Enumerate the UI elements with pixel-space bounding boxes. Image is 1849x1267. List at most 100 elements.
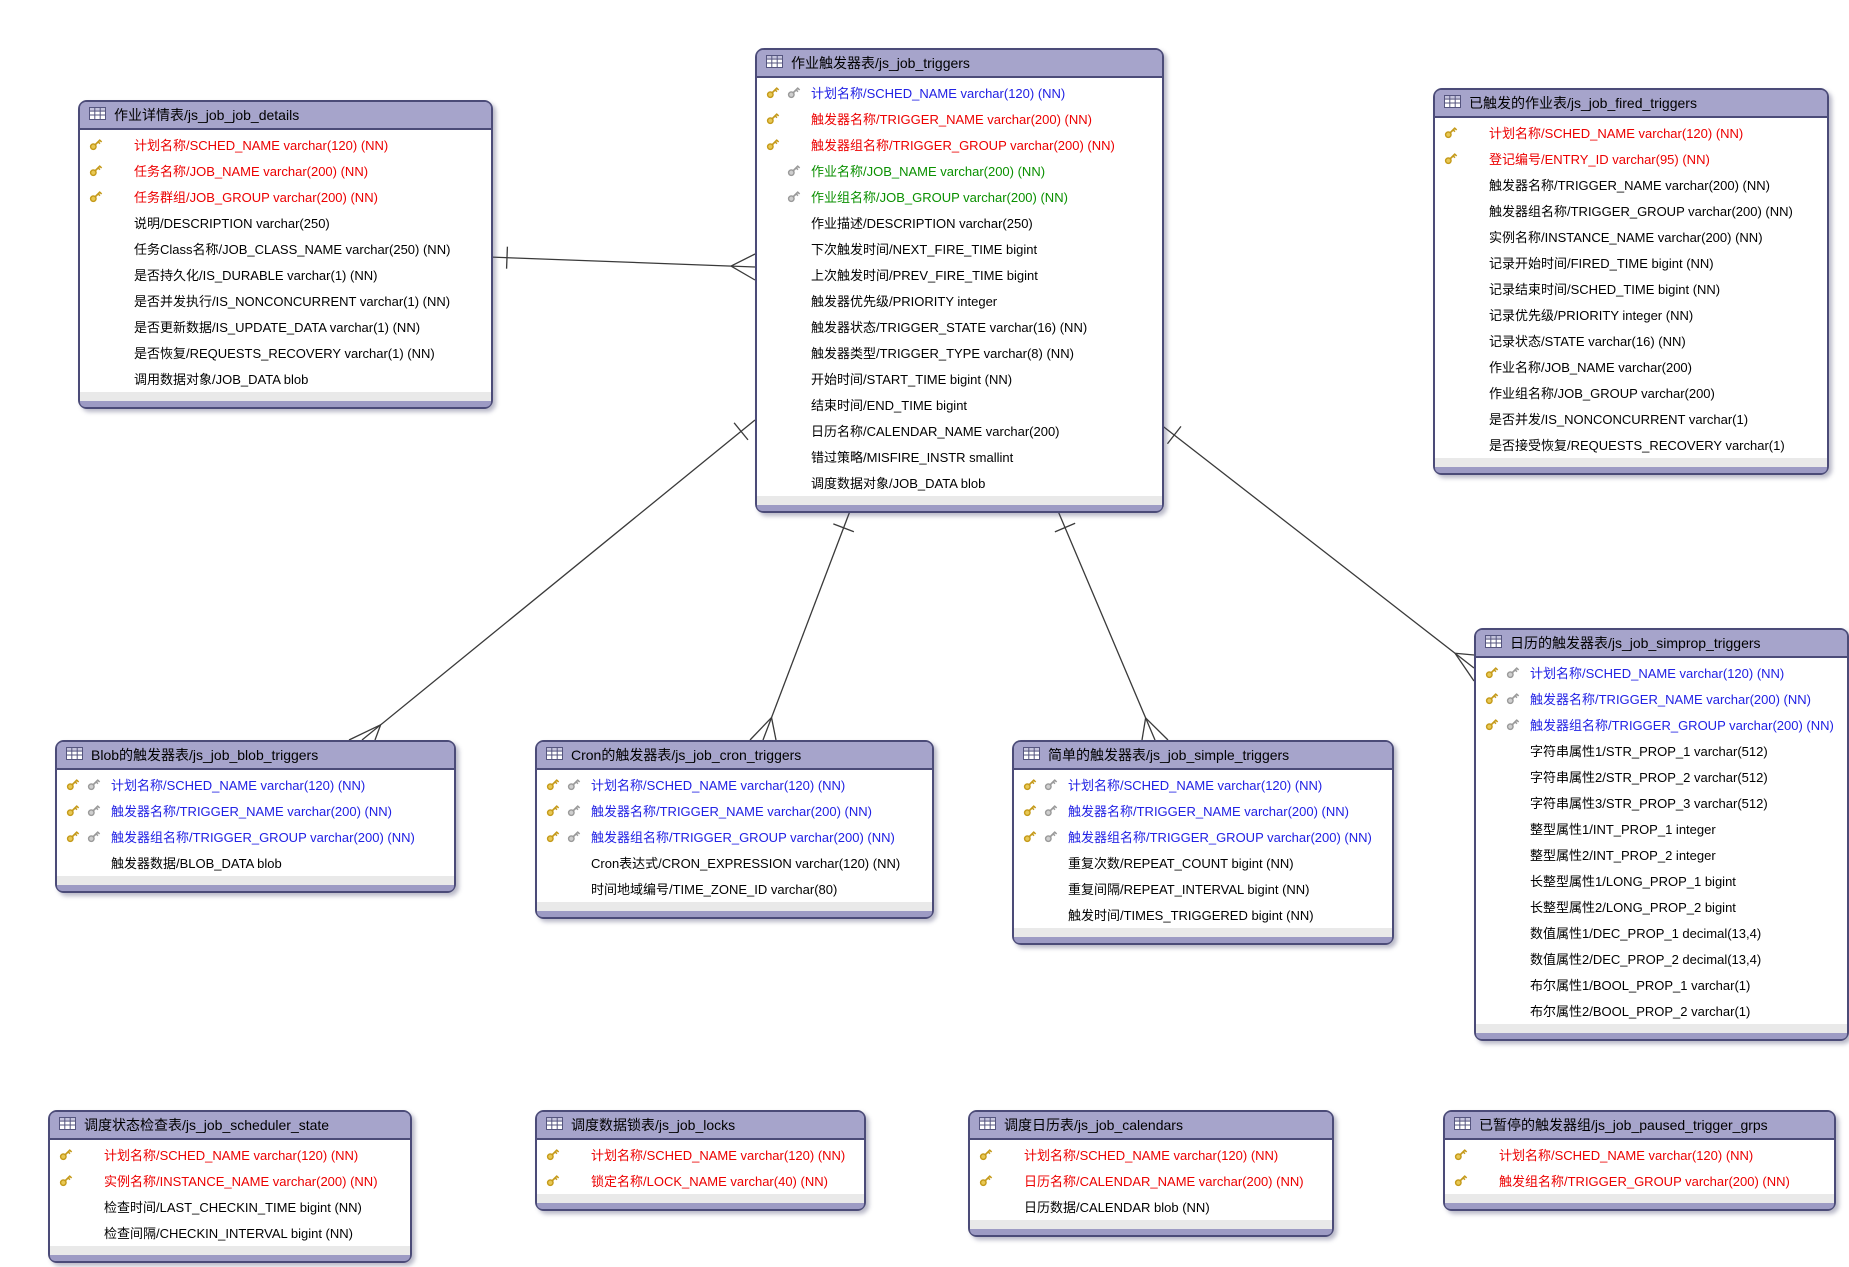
er-table-js_job_simple_triggers[interactable]: 简单的触发器表/js_job_simple_triggers 计划名称/SCHE… (1012, 740, 1394, 945)
field-row[interactable]: 开始时间/START_TIME bigint (NN) (757, 365, 1162, 391)
field-row[interactable]: 数值属性1/DEC_PROP_1 decimal(13,4) (1476, 919, 1847, 945)
field-row[interactable]: 计划名称/SCHED_NAME varchar(120) (NN) (80, 131, 491, 157)
field-row[interactable]: 触发器名称/TRIGGER_NAME varchar(200) (NN) (1014, 797, 1392, 823)
field-row[interactable]: 任务名称/JOB_NAME varchar(200) (NN) (80, 157, 491, 183)
field-row[interactable]: 作业组名称/JOB_GROUP varchar(200) (1435, 379, 1827, 405)
field-row[interactable]: 计划名称/SCHED_NAME varchar(120) (NN) (537, 1141, 864, 1167)
field-row[interactable]: 触发器组名称/TRIGGER_GROUP varchar(200) (NN) (1435, 197, 1827, 223)
field-row[interactable]: 上次触发时间/PREV_FIRE_TIME bigint (757, 261, 1162, 287)
field-row[interactable]: 是否恢复/REQUESTS_RECOVERY varchar(1) (NN) (80, 339, 491, 365)
field-row[interactable]: 触发器组名称/TRIGGER_GROUP varchar(200) (NN) (757, 131, 1162, 157)
field-row[interactable]: 重复间隔/REPEAT_INTERVAL bigint (NN) (1014, 875, 1392, 901)
table-header[interactable]: 调度状态检查表/js_job_scheduler_state (50, 1112, 410, 1140)
table-header[interactable]: 作业触发器表/js_job_triggers (757, 50, 1162, 78)
field-row[interactable]: 锁定名称/LOCK_NAME varchar(40) (NN) (537, 1167, 864, 1193)
field-row[interactable]: 布尔属性1/BOOL_PROP_1 varchar(1) (1476, 971, 1847, 997)
field-row[interactable]: 计划名称/SCHED_NAME varchar(120) (NN) (537, 771, 932, 797)
field-row[interactable]: 说明/DESCRIPTION varchar(250) (80, 209, 491, 235)
field-row[interactable]: 布尔属性2/BOOL_PROP_2 varchar(1) (1476, 997, 1847, 1023)
field-row[interactable]: 登记编号/ENTRY_ID varchar(95) (NN) (1435, 145, 1827, 171)
field-row[interactable]: 计划名称/SCHED_NAME varchar(120) (NN) (970, 1141, 1332, 1167)
table-header[interactable]: 日历的触发器表/js_job_simprop_triggers (1476, 630, 1847, 658)
field-row[interactable]: 计划名称/SCHED_NAME varchar(120) (NN) (1445, 1141, 1834, 1167)
field-row[interactable]: 错过策略/MISFIRE_INSTR smallint (757, 443, 1162, 469)
field-row[interactable]: 计划名称/SCHED_NAME varchar(120) (NN) (1476, 659, 1847, 685)
field-row[interactable]: 日历名称/CALENDAR_NAME varchar(200) (757, 417, 1162, 443)
field-row[interactable]: 计划名称/SCHED_NAME varchar(120) (NN) (50, 1141, 410, 1167)
field-row[interactable]: 触发器名称/TRIGGER_NAME varchar(200) (NN) (757, 105, 1162, 131)
er-table-js_job_blob_triggers[interactable]: Blob的触发器表/js_job_blob_triggers 计划名称/SCHE… (55, 740, 456, 893)
field-row[interactable]: 触发器名称/TRIGGER_NAME varchar(200) (NN) (57, 797, 454, 823)
er-table-js_job_simprop_triggers[interactable]: 日历的触发器表/js_job_simprop_triggers 计划名称/SCH… (1474, 628, 1849, 1041)
table-header[interactable]: 调度日历表/js_job_calendars (970, 1112, 1332, 1140)
field-row[interactable]: 下次触发时间/NEXT_FIRE_TIME bigint (757, 235, 1162, 261)
table-header[interactable]: 调度数据锁表/js_job_locks (537, 1112, 864, 1140)
field-row[interactable]: 触发器状态/TRIGGER_STATE varchar(16) (NN) (757, 313, 1162, 339)
field-row[interactable]: 调用数据对象/JOB_DATA blob (80, 365, 491, 391)
field-row[interactable]: 触发器优先级/PRIORITY integer (757, 287, 1162, 313)
field-row[interactable]: 作业组名称/JOB_GROUP varchar(200) (NN) (757, 183, 1162, 209)
field-row[interactable]: 触发时间/TIMES_TRIGGERED bigint (NN) (1014, 901, 1392, 927)
field-row[interactable]: 计划名称/SCHED_NAME varchar(120) (NN) (757, 79, 1162, 105)
field-row[interactable]: 作业名称/JOB_NAME varchar(200) (1435, 353, 1827, 379)
field-row[interactable]: 时间地域编号/TIME_ZONE_ID varchar(80) (537, 875, 932, 901)
relationship-triggers-to-blob_triggers[interactable] (348, 419, 756, 741)
field-row[interactable]: 是否并发执行/IS_NONCONCURRENT varchar(1) (NN) (80, 287, 491, 313)
er-table-js_job_triggers[interactable]: 作业触发器表/js_job_triggers 计划名称/SCHED_NAME v… (755, 48, 1164, 513)
field-row[interactable]: 结束时间/END_TIME bigint (757, 391, 1162, 417)
field-row[interactable]: Cron表达式/CRON_EXPRESSION varchar(120) (NN… (537, 849, 932, 875)
field-row[interactable]: 计划名称/SCHED_NAME varchar(120) (NN) (57, 771, 454, 797)
field-row[interactable]: 记录优先级/PRIORITY integer (NN) (1435, 301, 1827, 327)
field-row[interactable]: 整型属性1/INT_PROP_1 integer (1476, 815, 1847, 841)
field-row[interactable]: 是否并发/IS_NONCONCURRENT varchar(1) (1435, 405, 1827, 431)
field-row[interactable]: 触发器组名称/TRIGGER_GROUP varchar(200) (NN) (1476, 711, 1847, 737)
field-row[interactable]: 触发器名称/TRIGGER_NAME varchar(200) (NN) (537, 797, 932, 823)
field-row[interactable]: 检查间隔/CHECKIN_INTERVAL bigint (NN) (50, 1219, 410, 1245)
table-header[interactable]: Cron的触发器表/js_job_cron_triggers (537, 742, 932, 770)
er-table-js_job_fired_triggers[interactable]: 已触发的作业表/js_job_fired_triggers 计划名称/SCHED… (1433, 88, 1829, 475)
er-table-js_job_cron_triggers[interactable]: Cron的触发器表/js_job_cron_triggers 计划名称/SCHE… (535, 740, 934, 919)
field-row[interactable]: 任务Class名称/JOB_CLASS_NAME varchar(250) (N… (80, 235, 491, 261)
table-header[interactable]: 作业详情表/js_job_job_details (80, 102, 491, 130)
field-row[interactable]: 是否更新数据/IS_UPDATE_DATA varchar(1) (NN) (80, 313, 491, 339)
field-row[interactable]: 记录结束时间/SCHED_TIME bigint (NN) (1435, 275, 1827, 301)
table-header[interactable]: Blob的触发器表/js_job_blob_triggers (57, 742, 454, 770)
field-row[interactable]: 实例名称/INSTANCE_NAME varchar(200) (NN) (1435, 223, 1827, 249)
relationship-triggers-to-simple_triggers[interactable] (1054, 510, 1169, 741)
field-row[interactable]: 日历名称/CALENDAR_NAME varchar(200) (NN) (970, 1167, 1332, 1193)
er-table-js_job_scheduler_state[interactable]: 调度状态检查表/js_job_scheduler_state 计划名称/SCHE… (48, 1110, 412, 1263)
field-row[interactable]: 调度数据对象/JOB_DATA blob (757, 469, 1162, 495)
er-table-js_job_locks[interactable]: 调度数据锁表/js_job_locks 计划名称/SCHED_NAME varc… (535, 1110, 866, 1211)
field-row[interactable]: 计划名称/SCHED_NAME varchar(120) (NN) (1435, 119, 1827, 145)
field-row[interactable]: 触发器组名称/TRIGGER_GROUP varchar(200) (NN) (537, 823, 932, 849)
field-row[interactable]: 日历数据/CALENDAR blob (NN) (970, 1193, 1332, 1219)
field-row[interactable]: 任务群组/JOB_GROUP varchar(200) (NN) (80, 183, 491, 209)
field-row[interactable]: 实例名称/INSTANCE_NAME varchar(200) (NN) (50, 1167, 410, 1193)
relationship-job_details-to-triggers[interactable] (488, 246, 756, 281)
table-header[interactable]: 已暂停的触发器组/js_job_paused_trigger_grps (1445, 1112, 1834, 1140)
field-row[interactable]: 作业描述/DESCRIPTION varchar(250) (757, 209, 1162, 235)
field-row[interactable]: 字符串属性2/STR_PROP_2 varchar(512) (1476, 763, 1847, 789)
field-row[interactable]: 整型属性2/INT_PROP_2 integer (1476, 841, 1847, 867)
field-row[interactable]: 触发器名称/TRIGGER_NAME varchar(200) (NN) (1476, 685, 1847, 711)
field-row[interactable]: 触发器组名称/TRIGGER_GROUP varchar(200) (NN) (57, 823, 454, 849)
field-row[interactable]: 记录状态/STATE varchar(16) (NN) (1435, 327, 1827, 353)
field-row[interactable]: 触发器类型/TRIGGER_TYPE varchar(8) (NN) (757, 339, 1162, 365)
er-table-js_job_calendars[interactable]: 调度日历表/js_job_calendars 计划名称/SCHED_NAME v… (968, 1110, 1334, 1237)
field-row[interactable]: 记录开始时间/FIRED_TIME bigint (NN) (1435, 249, 1827, 275)
field-row[interactable]: 长整型属性1/LONG_PROP_1 bigint (1476, 867, 1847, 893)
relationship-triggers-to-cron_triggers[interactable] (749, 510, 855, 741)
field-row[interactable]: 触发组名称/TRIGGER_GROUP varchar(200) (NN) (1445, 1167, 1834, 1193)
field-row[interactable]: 计划名称/SCHED_NAME varchar(120) (NN) (1014, 771, 1392, 797)
field-row[interactable]: 长整型属性2/LONG_PROP_2 bigint (1476, 893, 1847, 919)
field-row[interactable]: 触发器组名称/TRIGGER_GROUP varchar(200) (NN) (1014, 823, 1392, 849)
field-row[interactable]: 字符串属性3/STR_PROP_3 varchar(512) (1476, 789, 1847, 815)
er-table-js_job_paused_trigger_grps[interactable]: 已暂停的触发器组/js_job_paused_trigger_grps 计划名称… (1443, 1110, 1836, 1211)
field-row[interactable]: 字符串属性1/STR_PROP_1 varchar(512) (1476, 737, 1847, 763)
field-row[interactable]: 是否持久化/IS_DURABLE varchar(1) (NN) (80, 261, 491, 287)
table-header[interactable]: 已触发的作业表/js_job_fired_triggers (1435, 90, 1827, 118)
field-row[interactable]: 数值属性2/DEC_PROP_2 decimal(13,4) (1476, 945, 1847, 971)
field-row[interactable]: 触发器数据/BLOB_DATA blob (57, 849, 454, 875)
er-table-js_job_job_details[interactable]: 作业详情表/js_job_job_details 计划名称/SCHED_NAME… (78, 100, 493, 409)
table-header[interactable]: 简单的触发器表/js_job_simple_triggers (1014, 742, 1392, 770)
